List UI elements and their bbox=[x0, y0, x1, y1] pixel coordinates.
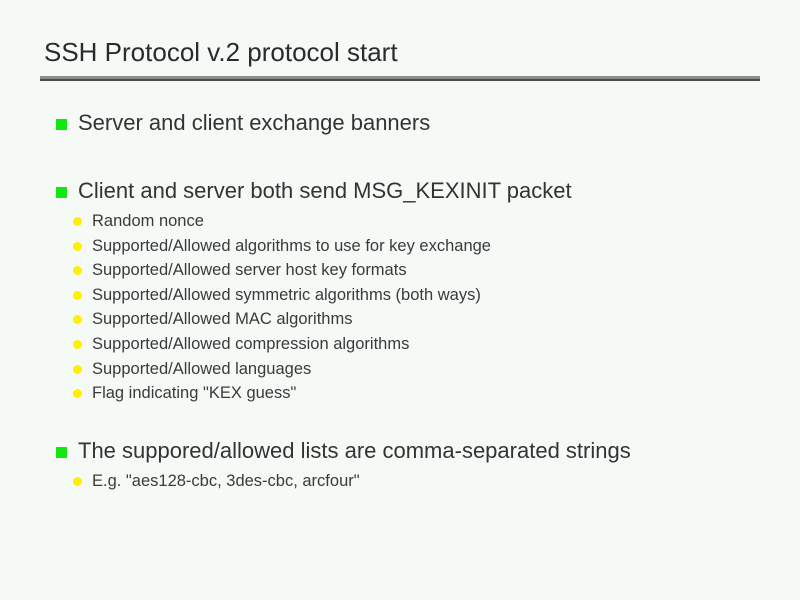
bullet-text: Supported/Allowed MAC algorithms bbox=[92, 310, 353, 329]
bullet-text: Flag indicating "KEX guess" bbox=[92, 384, 297, 403]
bullet-item-level2: Supported/Allowed server host key format… bbox=[0, 258, 800, 283]
spacer bbox=[0, 406, 800, 436]
bullet-text: Supported/Allowed algorithms to use for … bbox=[92, 236, 491, 255]
bullet-item-level2: E.g. "aes128-cbc, 3des-cbc, arcfour" bbox=[0, 469, 800, 494]
spacer bbox=[0, 138, 800, 176]
bullet-item-level2: Random nonce bbox=[0, 209, 800, 234]
yellow-dot-bullet-icon bbox=[73, 364, 82, 374]
bullet-text: Random nonce bbox=[92, 212, 204, 230]
page-title: SSH Protocol v.2 protocol start bbox=[44, 37, 398, 67]
bullet-item-level2: Flag indicating "KEX guess" bbox=[0, 381, 800, 406]
yellow-dot-bullet-icon bbox=[73, 476, 82, 486]
green-square-bullet-icon bbox=[56, 446, 67, 458]
bullet-text: Supported/Allowed languages bbox=[92, 359, 312, 378]
bullet-text: Supported/Allowed compression algorithms bbox=[92, 334, 410, 353]
yellow-dot-bullet-icon bbox=[73, 389, 82, 399]
green-square-bullet-icon bbox=[56, 187, 67, 198]
bullet-text: Client and server both send MSG_KEXINIT … bbox=[78, 178, 572, 203]
yellow-dot-bullet-icon bbox=[73, 266, 82, 276]
yellow-dot-bullet-icon bbox=[73, 290, 82, 300]
yellow-dot-bullet-icon bbox=[73, 315, 82, 325]
bullet-item-level2: Supported/Allowed compression algorithms bbox=[0, 332, 800, 357]
bullet-item-level2: Supported/Allowed algorithms to use for … bbox=[0, 234, 800, 259]
bullet-item-level1: The suppored/allowed lists are comma-sep… bbox=[0, 436, 800, 466]
bullet-item-level2: Supported/Allowed symmetric algorithms (… bbox=[0, 283, 800, 308]
title-divider bbox=[40, 76, 760, 81]
bullet-item-level2: Supported/Allowed languages bbox=[0, 357, 800, 382]
yellow-dot-bullet-icon bbox=[73, 241, 82, 251]
sub-bullet-list: Random nonce Supported/Allowed algorithm… bbox=[0, 209, 800, 406]
sub-bullet-list: E.g. "aes128-cbc, 3des-cbc, arcfour" bbox=[0, 469, 800, 494]
bullet-text: Server and client exchange banners bbox=[78, 110, 431, 135]
bullet-item-level1: Client and server both send MSG_KEXINIT … bbox=[0, 176, 800, 206]
yellow-dot-bullet-icon bbox=[73, 217, 82, 226]
yellow-dot-bullet-icon bbox=[73, 339, 82, 349]
bullet-text: Supported/Allowed symmetric algorithms (… bbox=[92, 285, 481, 304]
green-square-bullet-icon bbox=[56, 119, 67, 130]
bullet-item-level1: Server and client exchange banners bbox=[0, 108, 800, 138]
bullet-text: Supported/Allowed server host key format… bbox=[92, 261, 407, 280]
bullet-text: E.g. "aes128-cbc, 3des-cbc, arcfour" bbox=[92, 471, 360, 490]
bullet-text: The suppored/allowed lists are comma-sep… bbox=[78, 437, 631, 463]
slide-content: Server and client exchange banners Clien… bbox=[0, 108, 800, 493]
bullet-item-level2: Supported/Allowed MAC algorithms bbox=[0, 307, 800, 332]
